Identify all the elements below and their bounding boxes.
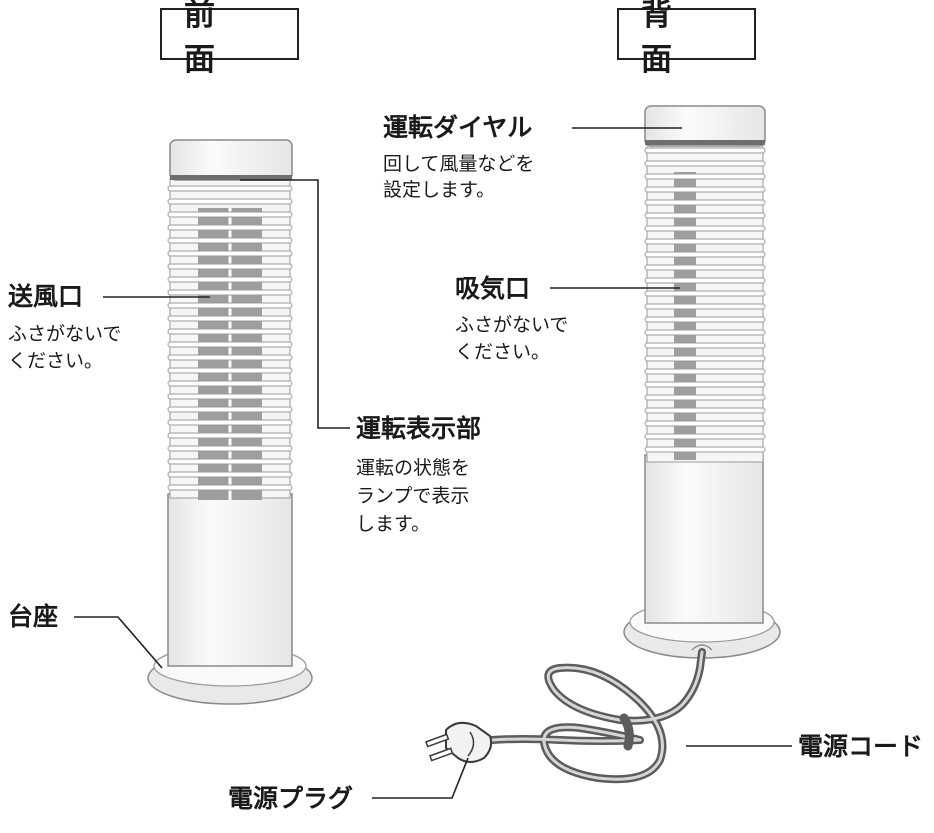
- front-grille-slat: [167, 354, 293, 361]
- front-grille-slat: [167, 471, 293, 478]
- front-grille-slat: [167, 198, 293, 205]
- desc-air-outlet-2: ください。: [8, 350, 104, 372]
- desc-operation-indicator-1: 運転の状態を: [356, 457, 471, 479]
- back-grille-slat: [644, 251, 766, 258]
- front-grille-slat: [167, 341, 293, 348]
- front-grille-slat: [167, 393, 293, 400]
- back-grille-slat: [644, 225, 766, 232]
- back-grille-slat: [644, 368, 766, 375]
- desc-operation-indicator-3: します。: [356, 513, 431, 535]
- front-grille-slat: [167, 406, 293, 413]
- front-grille-slat: [167, 445, 293, 452]
- back-grille-slat: [644, 147, 766, 154]
- label-air-intake: 吸気口: [455, 274, 531, 303]
- back-grille-slat: [644, 394, 766, 401]
- desc-air-intake-2: ください。: [455, 341, 551, 363]
- back-grille-slat: [644, 290, 766, 297]
- front-grille-slat: [167, 276, 293, 283]
- front-grille-slat: [167, 484, 293, 491]
- back-grille-slat: [644, 420, 766, 427]
- back-grille-slat: [644, 446, 766, 453]
- front-grille-slat: [167, 367, 293, 374]
- label-base: 台座: [8, 602, 59, 631]
- power-cord: [474, 648, 706, 784]
- label-operation-dial: 運転ダイヤル: [383, 113, 533, 142]
- front-grille-slat: [167, 328, 293, 335]
- back-grille-slat: [644, 355, 766, 362]
- front-top-cap: [169, 139, 293, 181]
- back-grille-slat: [644, 238, 766, 245]
- back-grille-slat: [644, 381, 766, 388]
- front-lower-body: [167, 493, 293, 667]
- back-grille-slat: [644, 173, 766, 180]
- power-plug: [425, 721, 493, 763]
- back-grille-slat: [644, 186, 766, 193]
- front-grille-slat: [167, 289, 293, 296]
- front-unit: [147, 139, 313, 705]
- front-grille-slat: [167, 419, 293, 426]
- back-grille-slat: [644, 199, 766, 206]
- desc-air-outlet-1: ふさがないで: [8, 323, 122, 345]
- back-dial-cap: [644, 105, 766, 147]
- front-grille-slat: [167, 380, 293, 387]
- front-indicator-lamp: [170, 175, 292, 180]
- front-grille-slat: [167, 211, 293, 218]
- front-grille-slat: [167, 224, 293, 231]
- back-lower-body: [644, 454, 764, 624]
- leader-lines: [74, 127, 792, 799]
- back-grille-slat: [644, 329, 766, 336]
- front-grille-slat: [167, 432, 293, 439]
- front-grille-slat: [167, 315, 293, 322]
- back-unit: [623, 105, 781, 659]
- desc-operation-dial-1: 回して風量などを: [383, 153, 535, 175]
- label-operation-indicator: 運転表示部: [356, 414, 482, 443]
- back-grille-slat: [644, 264, 766, 271]
- back-grille-slat: [644, 277, 766, 284]
- desc-operation-dial-2: 設定します。: [383, 179, 496, 201]
- back-grille-slat: [644, 316, 766, 323]
- desc-air-intake-1: ふさがないで: [455, 314, 569, 336]
- back-grille-slat: [644, 342, 766, 349]
- label-power-plug: 電源プラグ: [228, 784, 354, 813]
- label-power-cord: 電源コード: [798, 732, 924, 761]
- label-air-outlet: 送風口: [8, 282, 84, 311]
- back-grille-slat: [644, 407, 766, 414]
- back-grille-slat: [644, 160, 766, 167]
- desc-operation-indicator-2: ランプで表示: [356, 485, 470, 507]
- back-grille-slat: [644, 212, 766, 219]
- back-grille-slat: [644, 433, 766, 440]
- back-grille-slat: [644, 303, 766, 310]
- front-grille-slat: [167, 237, 293, 244]
- front-grille-slat: [167, 302, 293, 309]
- front-grille-slat: [167, 263, 293, 270]
- front-grille-slat: [167, 185, 293, 192]
- front-grille-slat: [167, 458, 293, 465]
- front-grille-slat: [167, 250, 293, 257]
